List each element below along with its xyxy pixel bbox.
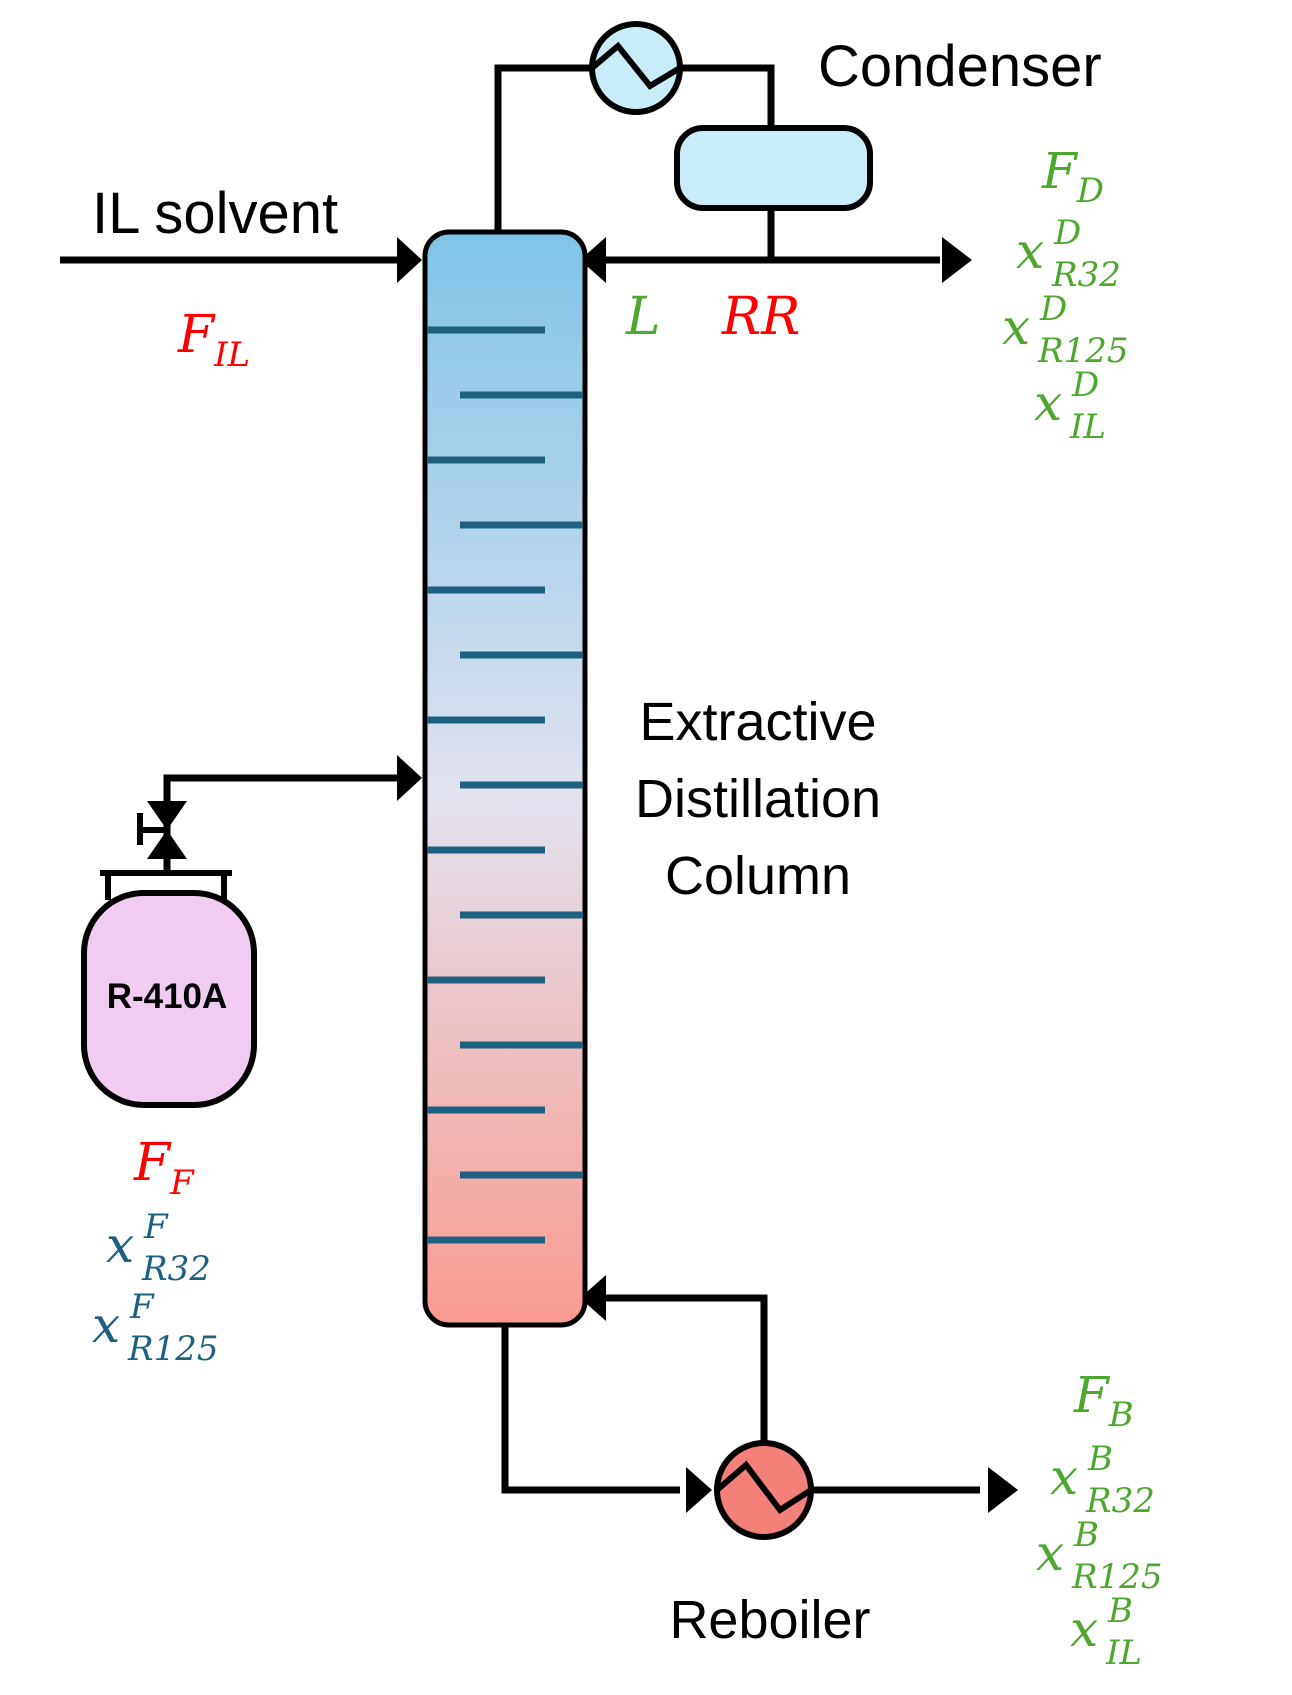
column-label-line3: Column	[665, 846, 851, 906]
svg-text:R125: R125	[127, 1329, 219, 1369]
svg-text:IL: IL	[1069, 407, 1106, 447]
svg-text:D: D	[1039, 289, 1067, 329]
svg-text:R32: R32	[1051, 255, 1121, 295]
var-rr: RR	[721, 287, 800, 347]
var-f-il: FIL	[177, 305, 250, 375]
svg-text:B: B	[1087, 1439, 1113, 1479]
bottoms-arrowhead	[988, 1467, 1018, 1513]
reboiler-return-line	[598, 1294, 768, 1445]
svg-text:F: F	[143, 1207, 169, 1247]
var-f-d: FD	[1041, 142, 1104, 211]
svg-text:x: x	[106, 1216, 134, 1274]
condenser-to-drum-line	[680, 64, 775, 128]
svg-text:x: x	[1036, 1524, 1064, 1582]
column-label-line2: Distillation	[635, 769, 881, 829]
var-x-f-r32: x F R32	[106, 1207, 211, 1289]
var-f-b: FB	[1073, 1366, 1134, 1435]
overhead-vapor-line	[494, 64, 592, 232]
r410a-feed-line	[163, 774, 400, 830]
var-l: L	[625, 287, 661, 347]
var-x-f-r125: x F R125	[92, 1287, 219, 1369]
tank-label: R-410A	[107, 977, 228, 1016]
svg-text:x: x	[1034, 374, 1062, 432]
var-x-b-il: x B IL	[1070, 1591, 1142, 1673]
svg-text:R125: R125	[1037, 331, 1129, 371]
r410a-tank	[81, 870, 257, 1108]
svg-text:x: x	[1050, 1448, 1078, 1506]
condenser-label: Condenser	[818, 34, 1102, 99]
svg-text:B: B	[1073, 1515, 1099, 1555]
var-x-d-r32: x D R32	[1016, 213, 1121, 295]
reboiler-inlet-arrowhead	[686, 1467, 712, 1513]
reboiler-zigzag-icon	[715, 1460, 813, 1515]
reboiler-return-arrowhead	[580, 1275, 606, 1321]
il-solvent-arrowhead	[397, 237, 422, 283]
column-trays	[427, 326, 583, 1244]
svg-text:x: x	[1002, 298, 1030, 356]
il-solvent-label: IL solvent	[92, 181, 338, 246]
var-x-d-r125: x D R125	[1002, 289, 1129, 371]
var-x-d-il: x D IL	[1034, 365, 1106, 447]
var-x-b-r125: x B R125	[1036, 1515, 1163, 1597]
reboiler-label: Reboiler	[669, 1590, 870, 1650]
svg-text:R125: R125	[1071, 1557, 1163, 1597]
feed-arrowhead	[397, 755, 422, 801]
feed-valve-icon	[137, 801, 187, 859]
condenser-zigzag-icon	[590, 41, 682, 90]
distillate-arrowhead	[942, 237, 972, 283]
svg-text:x: x	[92, 1296, 120, 1354]
reflux-arrowhead	[580, 237, 606, 283]
svg-text:x: x	[1016, 222, 1044, 280]
distillation-column	[422, 229, 588, 1328]
reflux-drum	[674, 125, 873, 211]
svg-text:R32: R32	[141, 1249, 211, 1289]
bottoms-line	[501, 1325, 680, 1494]
svg-text:B: B	[1107, 1591, 1133, 1631]
svg-text:IL: IL	[1105, 1633, 1142, 1673]
svg-text:R32: R32	[1085, 1481, 1155, 1521]
svg-text:D: D	[1071, 365, 1099, 405]
svg-text:F: F	[129, 1287, 155, 1327]
svg-text:D: D	[1053, 213, 1081, 253]
column-label-line1: Extractive	[639, 692, 876, 752]
svg-text:x: x	[1070, 1600, 1098, 1658]
var-f-f: FF	[133, 1133, 195, 1203]
var-x-b-r32: x B R32	[1050, 1439, 1155, 1521]
